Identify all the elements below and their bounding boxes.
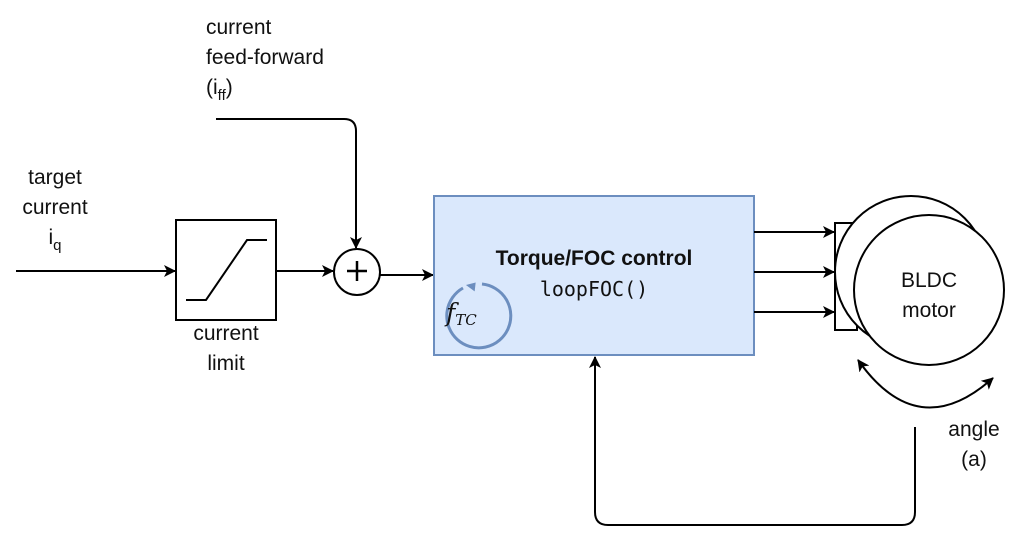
angle-feedback-arrow <box>589 356 916 526</box>
feedforward-paren-close: ) <box>225 76 233 99</box>
feedforward-subscript: ff <box>217 87 226 104</box>
target-current-label: target current iq <box>10 163 100 261</box>
loop-arrowhead <box>465 282 476 292</box>
feedforward-symbol: (iff) <box>206 73 324 111</box>
motor-label: BLDC motor <box>889 266 969 326</box>
angle-line2: (a) <box>961 448 987 471</box>
current-limit-label: current limit <box>176 319 276 379</box>
motor-line1: BLDC <box>900 269 958 292</box>
feedforward-line2: feed-forward <box>206 46 324 69</box>
ftc-subscript: TC <box>455 311 477 329</box>
limit-line1: current <box>193 322 259 345</box>
target-subscript: q <box>53 237 62 254</box>
saturation-icon <box>186 239 267 301</box>
feedforward-line1: current <box>206 16 272 39</box>
target-symbol-base: i <box>48 226 54 249</box>
foc-control-block <box>433 195 755 356</box>
angle-label: angle (a) <box>934 415 1014 475</box>
target-symbol: iq <box>10 223 100 261</box>
foc-block-label: Torque/FOC control loopFOC() <box>434 244 754 304</box>
loop-arrow-icon <box>445 282 513 350</box>
ftc-base: f <box>446 298 456 327</box>
motor-line2: motor <box>902 299 956 322</box>
target-line2: current <box>22 196 88 219</box>
limit-line2: limit <box>207 352 245 375</box>
loop-frequency-symbol: fTC <box>446 298 477 335</box>
foc-function: loopFOC() <box>539 277 649 301</box>
feedforward-label: current feed-forward (iff) <box>206 13 324 111</box>
target-line1: target <box>28 166 82 189</box>
feedforward-arrow <box>216 118 362 249</box>
feedforward-symbol-base: (i <box>206 76 218 99</box>
angle-line1: angle <box>948 418 1000 441</box>
rotation-arrow <box>857 359 994 409</box>
foc-title: Torque/FOC control <box>495 247 693 270</box>
